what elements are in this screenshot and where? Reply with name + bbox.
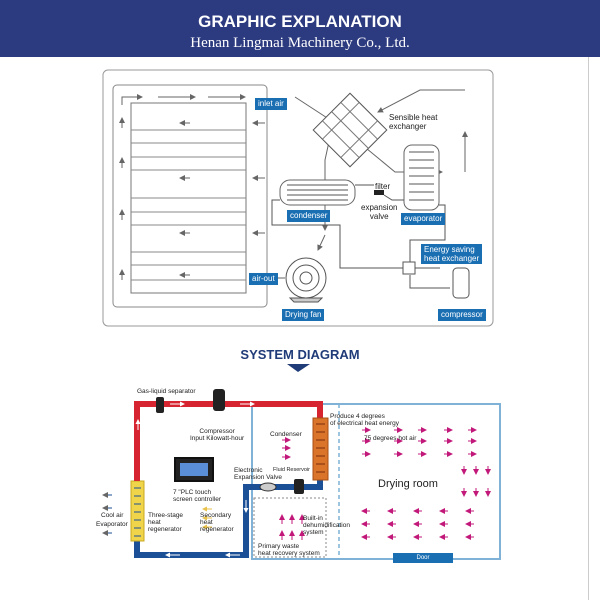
hot-air-label: 75 degrees hot air bbox=[364, 435, 417, 442]
page-border bbox=[588, 57, 589, 600]
company-name: Henan Lingmai Machinery Co., Ltd. bbox=[190, 35, 410, 51]
section-marker bbox=[287, 364, 310, 372]
system-diagram-title: SYSTEM DIAGRAM bbox=[240, 347, 360, 362]
filter-label: filter bbox=[375, 182, 391, 191]
compressor-input-label: Compressor Input Kilowatt-hour bbox=[190, 428, 245, 442]
page-title: GRAPHIC EXPLANATION bbox=[198, 12, 402, 31]
cool-air-label: Cool air bbox=[101, 512, 124, 519]
evaporator-sys-label: Evaporator bbox=[96, 521, 128, 528]
system-diagram bbox=[102, 389, 501, 560]
condenser-sys-label: Condenser bbox=[270, 431, 302, 438]
secondary-regenerator-label: Secondary heat regenerator bbox=[200, 512, 234, 533]
graphic-explanation-diagram bbox=[102, 69, 494, 327]
drying-fan-label: Drying fan bbox=[282, 309, 325, 321]
sensible-heat-exchanger-label: Sensible heat exchanger bbox=[389, 113, 438, 131]
compressor-label: compressor bbox=[438, 309, 486, 321]
gas-liquid-separator-label: Gas-liquid separator bbox=[137, 388, 196, 395]
evaporator-label: evaporator bbox=[401, 213, 446, 225]
plc-touch-screen bbox=[174, 457, 214, 482]
electronic-expansion-valve-label: Electronic Expansion Valve bbox=[234, 467, 282, 481]
fluid-reservoir-label: Fluid Reservoir bbox=[273, 467, 310, 473]
inlet-air-label: inlet air bbox=[255, 98, 287, 110]
door: Door bbox=[393, 553, 453, 563]
three-stage-regenerator-label: Three-stage heat regenerator bbox=[148, 512, 184, 533]
plc-controller-label: 7 "PLC touch screen controller bbox=[173, 489, 222, 503]
condenser-label: condenser bbox=[287, 210, 331, 222]
expansion-valve-label: expansion valve bbox=[361, 203, 398, 221]
header-banner: GRAPHIC EXPLANATION Henan Lingmai Machin… bbox=[0, 0, 600, 57]
primary-waste-heat-label: Primary waste heat recovery system bbox=[258, 543, 320, 557]
energy-saving-heat-exchanger-label: Energy saving heat exchanger bbox=[421, 244, 483, 264]
produce-heat-label: Produce 4 degrees of electrical heat ene… bbox=[330, 413, 400, 427]
dehumidification-label: Built-in dehumidification system bbox=[303, 515, 350, 536]
air-out-label: air-out bbox=[249, 273, 278, 285]
drying-room-label: Drying room bbox=[378, 478, 438, 490]
